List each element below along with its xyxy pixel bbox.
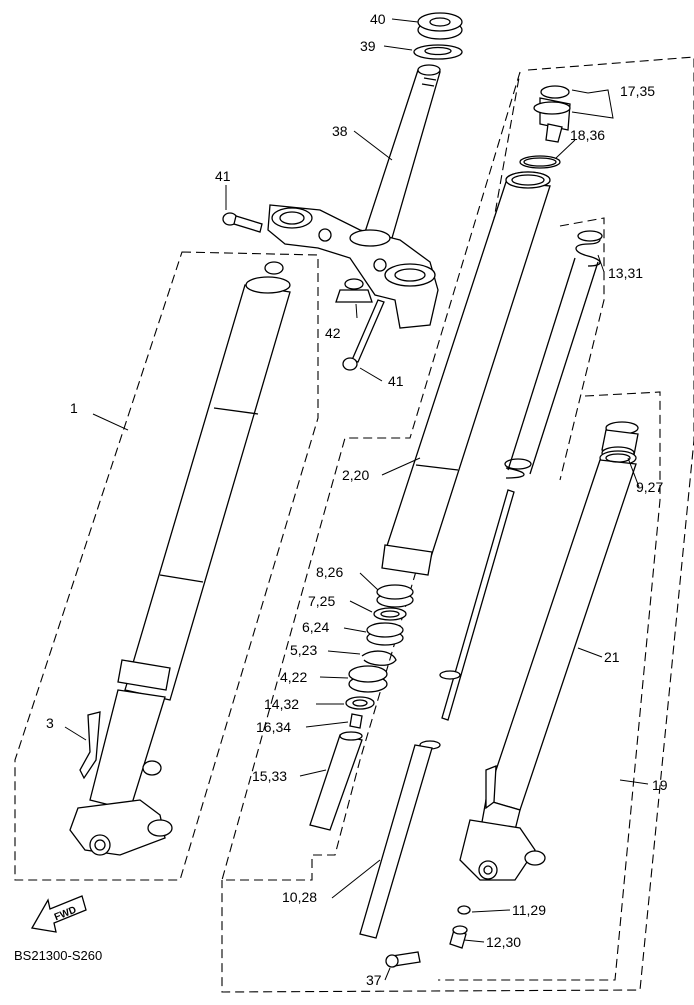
right-fork-outline (438, 391, 661, 981)
part-39-seal (413, 44, 463, 60)
part-5-clip (361, 650, 397, 666)
part-17-cap-bolt (533, 85, 571, 143)
callout-14-32: 14,32 (264, 696, 299, 712)
damper-rod (419, 489, 515, 750)
callout-17-35: 17,35 (620, 83, 655, 99)
callout-40: 40 (370, 11, 386, 27)
callout-6-24: 6,24 (302, 619, 329, 635)
part-13-fork-spring (504, 230, 603, 479)
callout-7-25: 7,25 (308, 593, 335, 609)
part-38-steering-stem (364, 64, 441, 239)
callout-15-33: 15,33 (252, 768, 287, 784)
part-15-damper-seat (309, 731, 363, 831)
part-12-drain-bolt (449, 925, 468, 949)
callout-11-29: 11,29 (512, 902, 546, 918)
part-10-slide-tube (359, 744, 433, 939)
part-42-cable-guide (335, 278, 373, 303)
callout-13-31: 13,31 (608, 265, 643, 281)
outer-tube-group-outline (221, 56, 694, 993)
callout-9-27: 9,27 (636, 479, 663, 495)
inner-tube-group-outline (221, 71, 521, 881)
callout-8-26: 8,26 (316, 564, 343, 580)
fork-assembly-outline (14, 251, 319, 881)
callout-1: 1 (70, 400, 78, 416)
lower-bracket (267, 204, 439, 329)
callout-12-30: 12,30 (486, 934, 521, 950)
part-18-o-ring (519, 155, 561, 169)
part-41-bolt-lower (342, 299, 385, 371)
callout-4-22: 4,22 (280, 669, 307, 685)
callout-18-36: 18,36 (570, 127, 605, 143)
fwd-arrow-icon: FWD (30, 895, 87, 933)
callout-3: 3 (46, 715, 54, 731)
part-4-dust-seal (348, 665, 388, 693)
diagram-code: BS21300-S260 (14, 948, 102, 963)
callout-41-top: 41 (215, 168, 231, 184)
part-7-washer (373, 607, 407, 621)
part-40-bearing (417, 12, 463, 40)
part-21-outer-tube (481, 450, 637, 831)
callout-42: 42 (325, 325, 341, 341)
callout-2-20: 2,20 (342, 467, 369, 483)
part-8-slide-bushing (376, 584, 414, 608)
part-37-bolt (385, 951, 421, 968)
part-6-oil-seal (366, 622, 404, 646)
part-1-front-fork-assembly (69, 261, 291, 856)
part-3-hose-guide (79, 711, 101, 780)
callout-16-34: 16,34 (256, 719, 291, 735)
leader-lines (64, 18, 649, 981)
part-11-washer (457, 905, 471, 915)
callout-38: 38 (332, 123, 348, 139)
damper-rod-group-outline (559, 217, 605, 481)
part-41-bolt-upper (222, 212, 263, 233)
callout-41-bottom: 41 (388, 373, 404, 389)
callout-10-28: 10,28 (282, 889, 317, 905)
part-2-inner-tube (381, 171, 551, 576)
callout-19: 19 (652, 777, 668, 793)
callout-39: 39 (360, 38, 376, 54)
part-19-axle-bracket (459, 765, 546, 881)
callout-5-23: 5,23 (290, 642, 317, 658)
part-14-piston (345, 696, 375, 710)
callout-21: 21 (604, 649, 620, 665)
callout-37: 37 (366, 972, 382, 988)
part-16-bolt (349, 713, 363, 729)
